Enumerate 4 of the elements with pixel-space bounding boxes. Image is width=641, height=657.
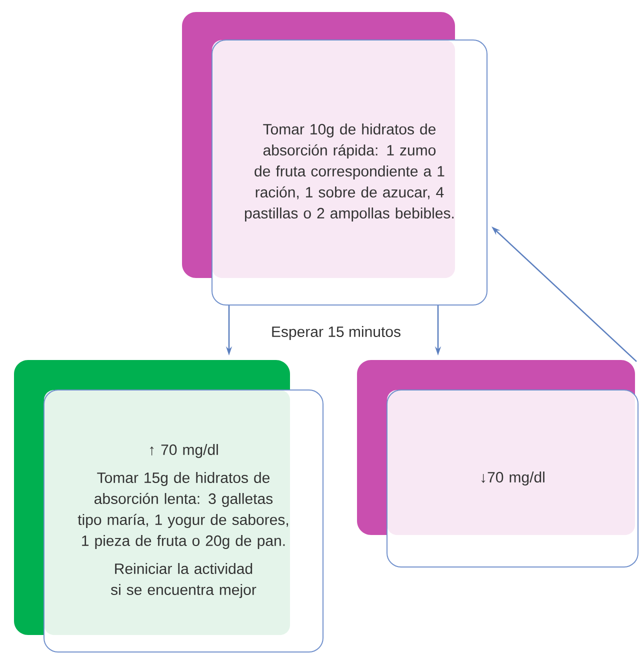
wait-note: Esperar 15 minutos	[272, 326, 400, 340]
card: ↓70 mg/dl	[357, 360, 638, 568]
card: ↑ 70 mg/dl Tomar 15g de hidratos de absorción lenta: 3 galletas tipo maría, 1 yogur de sabores, 1 pieza de fruta o 20g de pan. Reiniciar la actividad si se encuentra mejor	[14, 360, 324, 652]
card: Tomar 10g de hidratos de absorción rápida: 1 zumo de fruta correspondiente a 1 ración, 1 sobre de azucar, 4 pastillas o 2 ampollas bebibles.	[182, 12, 488, 306]
